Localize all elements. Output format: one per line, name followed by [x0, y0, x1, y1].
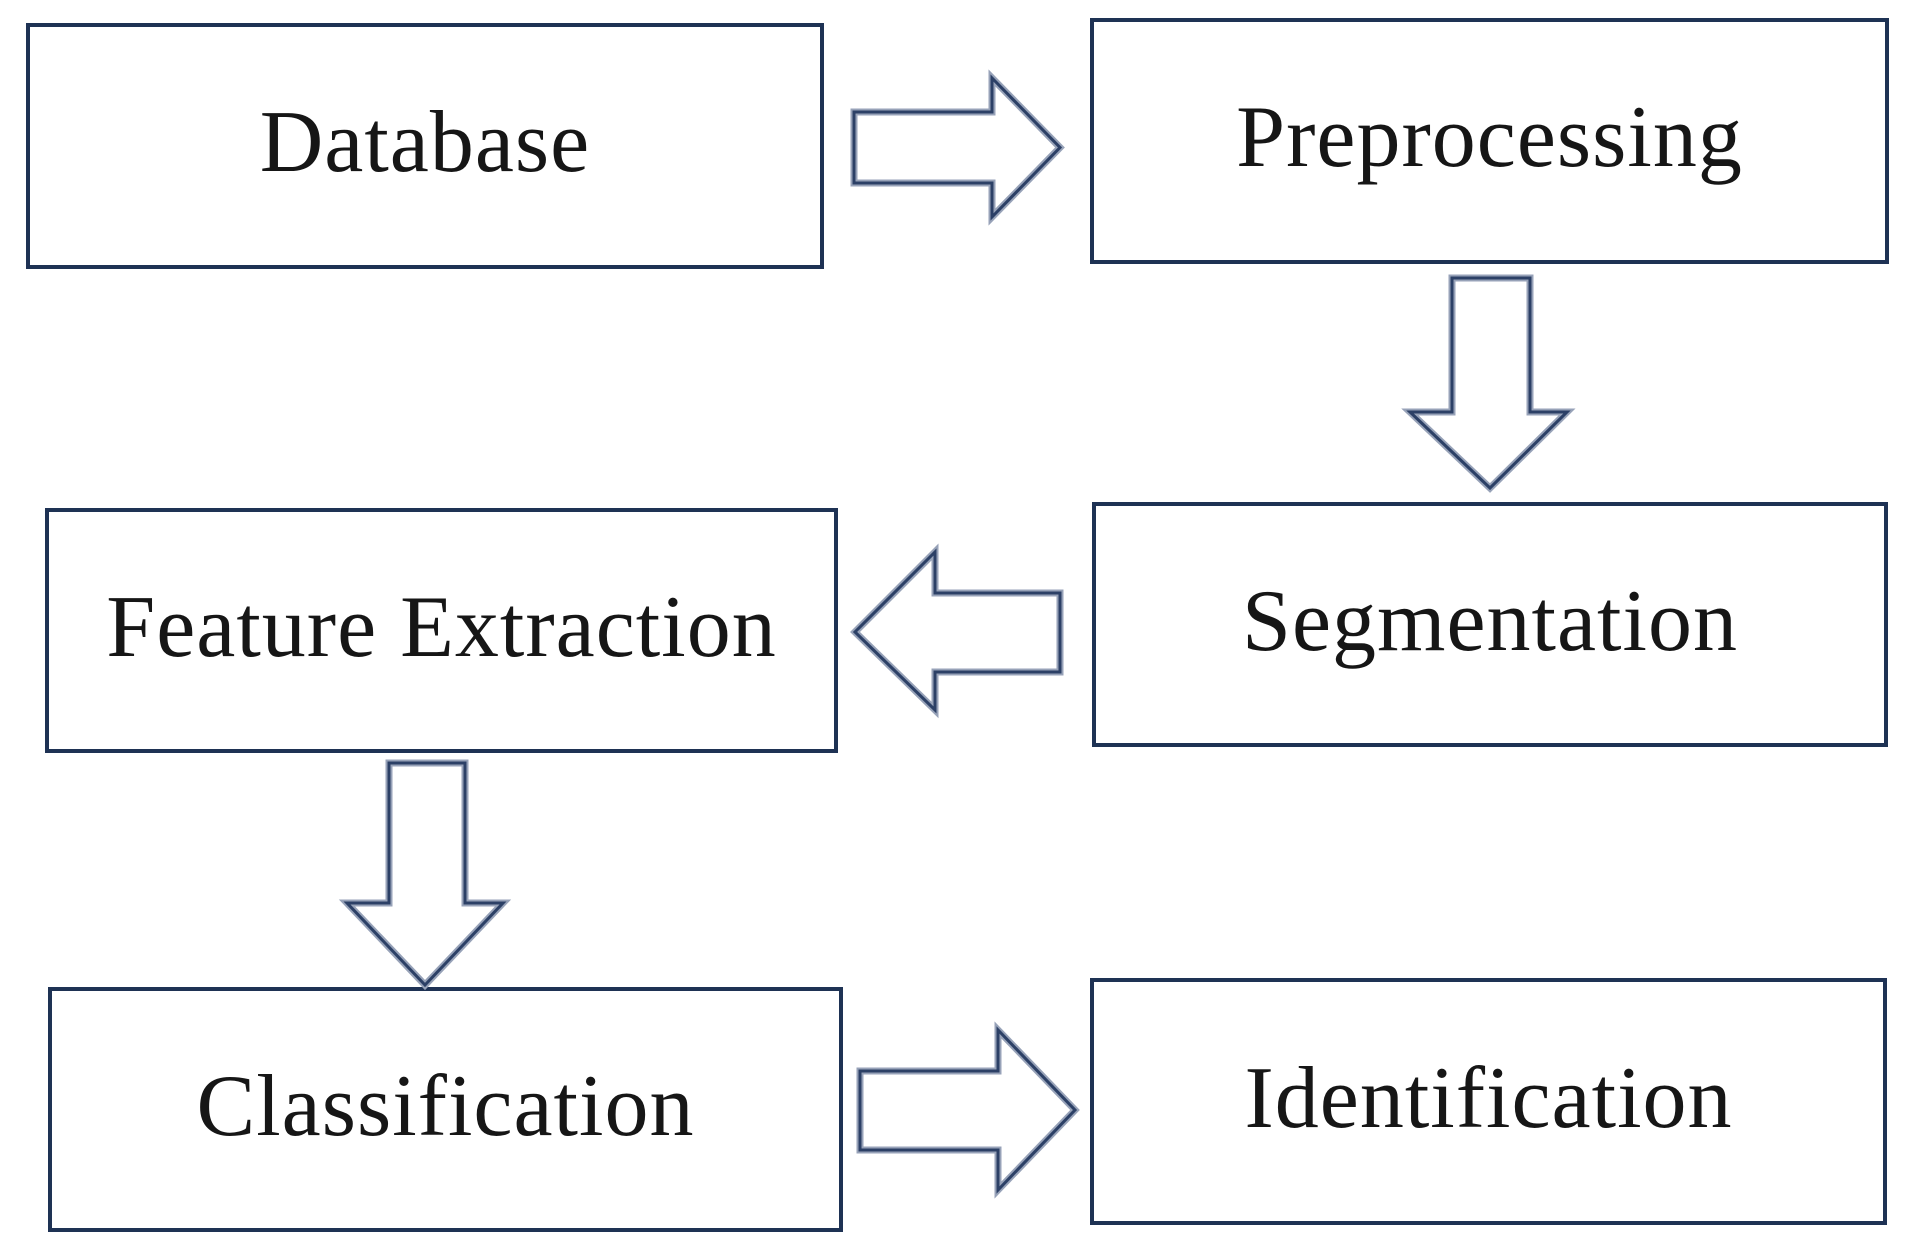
node-identification-label: Identification: [1244, 1049, 1733, 1147]
down-arrow-preprocessing-to-segmentation-icon: [1401, 274, 1576, 493]
node-classification: Classification: [48, 987, 843, 1232]
node-feature-extraction-label: Feature Extraction: [106, 578, 777, 676]
node-database: Database: [26, 23, 824, 269]
down-arrow-feature-extraction-to-classification-icon: [338, 759, 512, 991]
node-segmentation: Segmentation: [1092, 502, 1888, 747]
node-classification-label: Classification: [196, 1057, 695, 1155]
node-preprocessing: Preprocessing: [1090, 18, 1889, 264]
right-arrow-classification-to-identification-icon: [856, 1021, 1080, 1199]
left-arrow-segmentation-to-feature-extraction-icon: [850, 543, 1064, 719]
node-database-label: Database: [259, 94, 591, 191]
node-segmentation-label: Segmentation: [1242, 572, 1738, 670]
right-arrow-database-to-preprocessing-icon: [850, 69, 1065, 226]
node-preprocessing-label: Preprocessing: [1236, 89, 1743, 186]
node-identification: Identification: [1090, 978, 1887, 1225]
node-feature-extraction: Feature Extraction: [45, 508, 838, 753]
